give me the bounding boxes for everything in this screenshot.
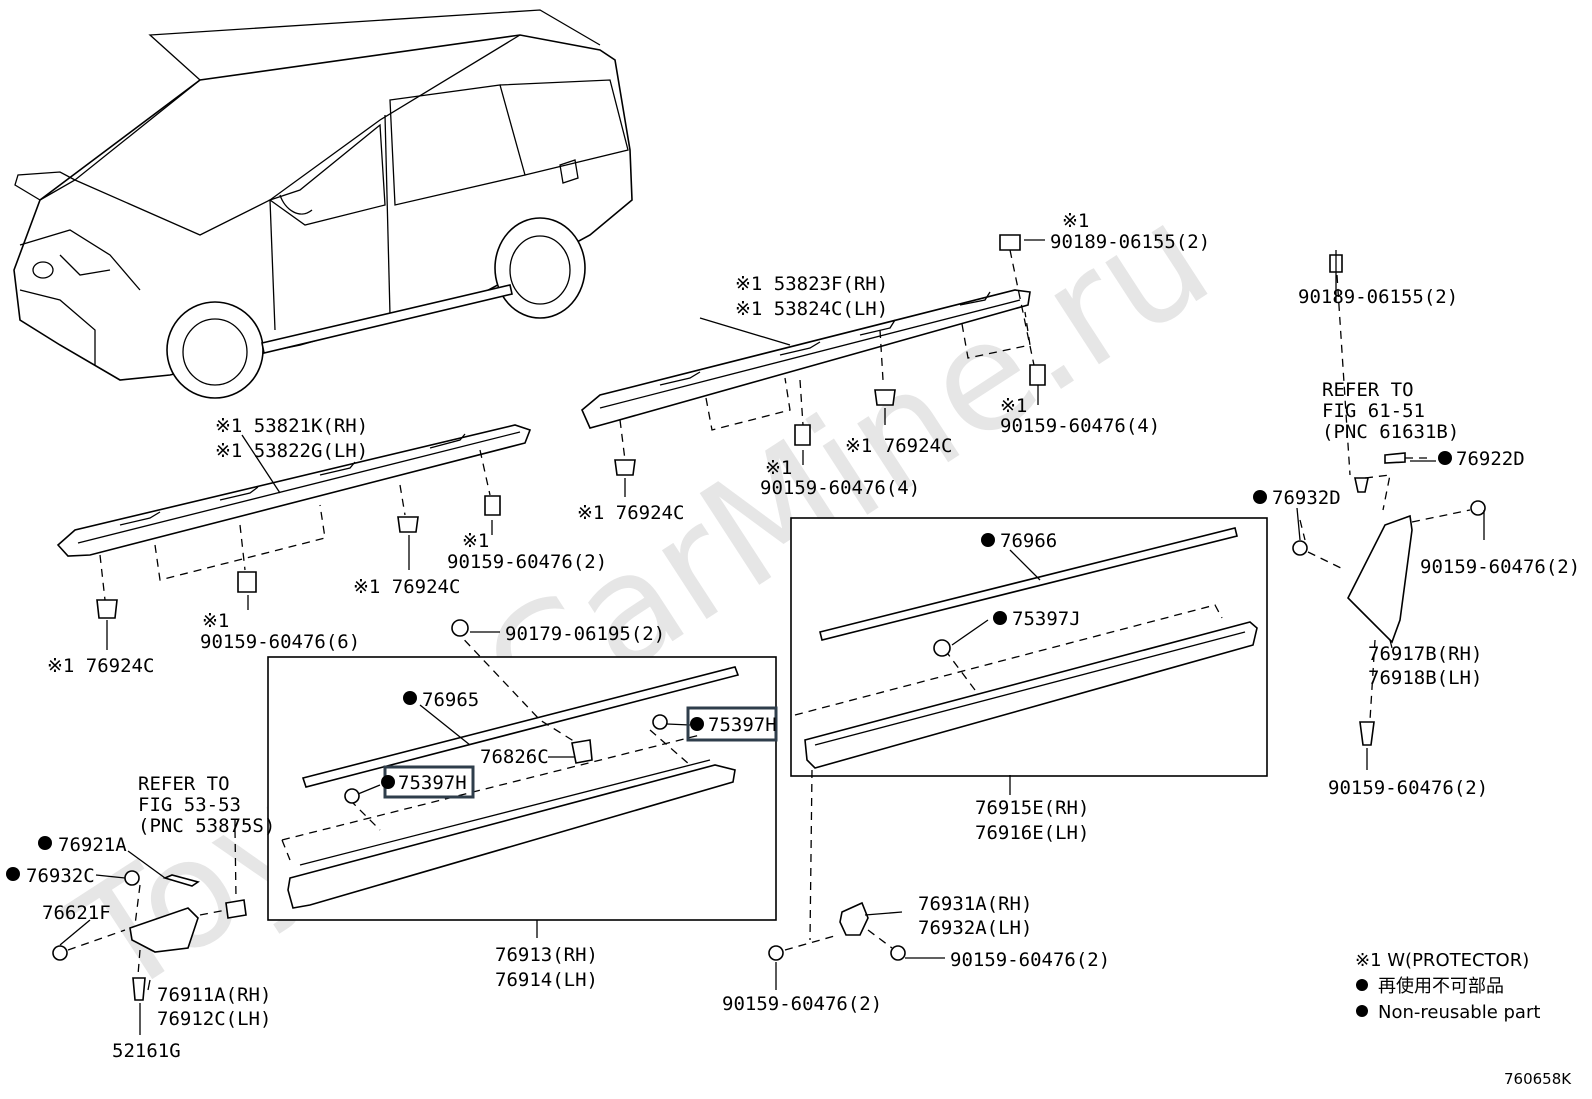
label-76924c-lower: ※1 76924C	[353, 576, 460, 598]
diagram-code: 760658K	[1504, 1070, 1572, 1088]
label-refer61-3: (PNC 61631B)	[1322, 421, 1459, 443]
label-90159-2a: 90159-60476(2)	[447, 551, 607, 573]
label-90159-2b: 90159-60476(2)	[1420, 556, 1580, 578]
label-53824c: ※1 53824C(LH)	[735, 298, 888, 320]
legend: ※1 W(PROTECTOR) 再使用不可部品 Non-reusable par…	[1355, 950, 1540, 1023]
mudguard-76917b	[1292, 254, 1486, 746]
label-refer53-1: REFER TO	[138, 773, 230, 795]
label-76917b: 76917B(RH)	[1368, 643, 1482, 665]
label-76966: 76966	[1000, 530, 1057, 552]
label-76916e: 76916E(LH)	[975, 822, 1089, 844]
label-76826c: 76826C	[480, 746, 549, 768]
label-90159-4b: 90159-60476(4)	[760, 477, 920, 499]
legend-non-reusable-en: Non-reusable part	[1378, 1002, 1540, 1023]
label-76924c-mid: ※1 76924C	[845, 435, 952, 457]
label-90159-2e: 90159-60476(2)	[722, 993, 882, 1015]
vehicle-illustration	[13, 9, 633, 399]
label-90159-2a-mark: ※1	[462, 530, 489, 552]
leader-lines	[59, 239, 1485, 1035]
label-90159-6: 90159-60476(6)	[200, 631, 360, 653]
highlight-75397h-right	[686, 706, 778, 742]
label-53823f: ※1 53823F(RH)	[735, 273, 888, 295]
bracket-76931a	[768, 901, 906, 961]
label-76922d: 76922D	[1456, 448, 1525, 470]
label-90159-4a-mark: ※1	[1000, 395, 1027, 417]
label-76932a: 76932A(LH)	[918, 917, 1032, 939]
label-refer61-1: REFER TO	[1322, 379, 1414, 401]
legend-non-reusable-jp: 再使用不可部品	[1378, 976, 1504, 997]
label-76924c-upper: ※1 76924C	[577, 502, 684, 524]
protector-53821k	[56, 424, 532, 619]
label-75397h-left: 75397H	[398, 772, 467, 794]
label-76911a: 76911A(RH)	[157, 984, 271, 1006]
label-90159-4a: 90159-60476(4)	[1000, 415, 1160, 437]
label-90159-2c: 90159-60476(2)	[1328, 777, 1488, 799]
label-76921a: 76921A	[58, 834, 127, 856]
label-refer53-3: (PNC 53875S)	[138, 815, 275, 837]
label-refer53-2: FIG 53-53	[138, 794, 241, 816]
legend-protector: ※1 W(PROTECTOR)	[1355, 950, 1529, 971]
label-refer61-2: FIG 61-51	[1322, 400, 1425, 422]
label-76912c: 76912C(LH)	[157, 1008, 271, 1030]
label-90159-2d: 90159-60476(2)	[950, 949, 1110, 971]
label-53822g: ※1 53822G(LH)	[215, 440, 368, 462]
moulding-76915e	[794, 527, 1258, 941]
label-90159-4b-mark: ※1	[765, 457, 792, 479]
label-76931a: 76931A(RH)	[918, 893, 1032, 915]
moulding-76913	[281, 619, 740, 909]
label-90189-top-mark: ※1	[1062, 210, 1089, 232]
label-76915e: 76915E(RH)	[975, 797, 1089, 819]
protector-53823f	[581, 234, 1046, 476]
label-75397h-right: 75397H	[708, 714, 777, 736]
label-76913: 76913(RH)	[495, 944, 598, 966]
label-76932d: 76932D	[1272, 487, 1341, 509]
label-76965: 76965	[422, 689, 479, 711]
label-90179: 90179-06195(2)	[505, 623, 665, 645]
label-90159-6-mark: ※1	[202, 610, 229, 632]
label-76932c: 76932C	[26, 865, 95, 887]
label-76918b: 76918B(LH)	[1368, 667, 1482, 689]
mudguard-76911a	[52, 829, 247, 1001]
label-76621f: 76621F	[42, 902, 111, 924]
label-90189-right: 90189-06155(2)	[1298, 286, 1458, 308]
part-labels: ※1 90189-06155(2) ※1 53823F(RH) ※1 53824…	[26, 210, 1580, 1062]
label-90189-top: 90189-06155(2)	[1050, 231, 1210, 253]
label-53821k: ※1 53821K(RH)	[215, 415, 368, 437]
label-52161g: 52161G	[112, 1040, 181, 1062]
label-76914: 76914(LH)	[495, 969, 598, 991]
label-76924c-left: ※1 76924C	[47, 655, 154, 677]
non-reusable-bullets	[6, 451, 1452, 1017]
label-75397j: 75397J	[1012, 608, 1081, 630]
